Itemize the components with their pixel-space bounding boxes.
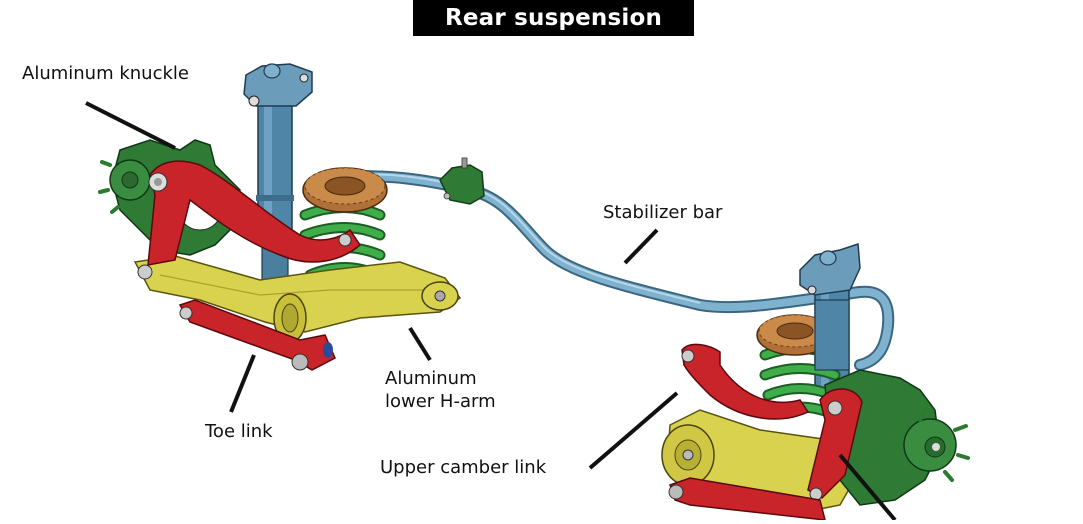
label-lower-h-arm-line2: lower H-arm (385, 391, 496, 412)
label-stabilizer-bar: Stabilizer bar (603, 202, 723, 223)
left-toe-link (178, 299, 336, 371)
leader-line-stabilizer (623, 228, 659, 265)
leader-lines (85, 101, 897, 522)
right-spring-seat (756, 299, 850, 371)
right-upper-camber-link (681, 343, 863, 501)
leader-line-right-knuckle (838, 453, 897, 522)
label-lower-h-arm-line1: Aluminum (385, 368, 477, 389)
left-spring-seat (302, 167, 388, 213)
leader-line-h-arm (408, 326, 432, 362)
title-banner: Rear suspension (413, 0, 694, 36)
label-toe-link: Toe link (205, 421, 273, 442)
left-upper-camber-link (147, 160, 361, 266)
stabilizer-bushing-bracket (439, 157, 485, 205)
diagram-title: Rear suspension (444, 5, 663, 31)
leader-line-toe-link (229, 354, 256, 413)
left-lower-h-arm (133, 255, 462, 343)
left-damper (243, 63, 313, 301)
label-upper-camber-link: Upper camber link (380, 457, 547, 478)
label-aluminum-knuckle: Aluminum knuckle (22, 63, 189, 84)
leader-line-knuckle (85, 101, 176, 150)
leader-line-camber (588, 391, 679, 470)
